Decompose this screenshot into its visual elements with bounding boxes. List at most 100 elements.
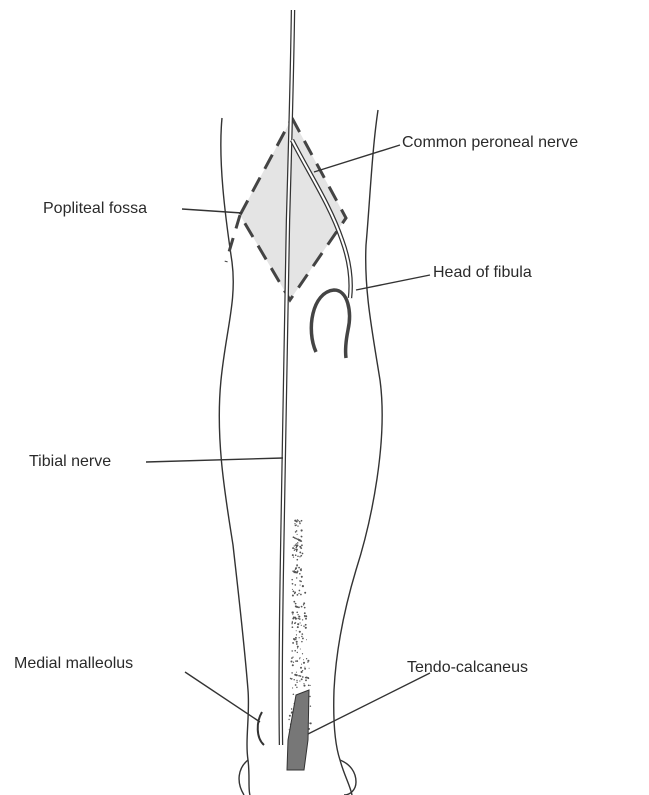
stipple-dot (291, 708, 292, 709)
stipple-dot (293, 557, 294, 558)
stipple-dot (301, 664, 302, 665)
stipple-dot (291, 657, 293, 659)
stipple-dot (292, 583, 294, 585)
stipple-dot (300, 594, 302, 596)
stipple-dot (310, 685, 311, 686)
stipple-dot (291, 579, 293, 581)
stipple-dot (297, 624, 299, 626)
stipple-dot (301, 625, 302, 626)
stipple-dot (292, 594, 294, 596)
stipple-dot (301, 678, 303, 680)
label-tibial-nerve: Tibial nerve (29, 454, 111, 470)
stipple-dot (291, 650, 292, 651)
stipple-dot (290, 660, 292, 662)
stipple-dot (294, 570, 295, 571)
stipple-dot (296, 634, 297, 635)
stipple-dot (300, 585, 301, 586)
stipple-dot (296, 682, 297, 683)
stipple-dot (295, 544, 297, 546)
stipple-dot (303, 683, 304, 684)
stipple-dot (297, 618, 298, 619)
stipple-dot (296, 643, 298, 645)
stipple-dot (296, 577, 297, 578)
head-of-fibula (311, 290, 349, 358)
stipple-dot (305, 624, 307, 626)
stipple-dot (298, 675, 300, 677)
stipple-dot (293, 694, 294, 695)
stipple-dot (296, 660, 298, 662)
stipple-dot (296, 564, 298, 566)
stipple-dot (300, 547, 302, 549)
stipple-dot (303, 659, 304, 660)
stipple-dot (302, 653, 303, 654)
stipple-dot (301, 529, 303, 531)
stipple-dot (297, 534, 298, 535)
stipple-dot (295, 567, 296, 568)
stipple-dot (297, 652, 298, 653)
stipple-dot (296, 672, 297, 673)
stipple-dot (295, 622, 296, 623)
stipple-dot (301, 544, 303, 546)
stipple-dot (293, 638, 295, 640)
stipple-dot (295, 571, 297, 573)
stipple-dot (310, 705, 311, 706)
stipple-dot (294, 523, 295, 524)
stipple-dot (299, 573, 300, 574)
stipple-dot (306, 658, 307, 659)
leader-tibial (146, 458, 283, 462)
stipple-dot (300, 555, 302, 557)
tendo-calcaneus-shape (287, 690, 309, 770)
stipple-dot (307, 661, 308, 662)
stipple-dot (304, 667, 305, 668)
stipple-dot (292, 590, 294, 592)
stipple-dot (300, 648, 301, 649)
stipple-dot (292, 614, 293, 615)
stipple-dot (297, 555, 299, 557)
stipple-dot (297, 626, 299, 628)
stipple-dot (289, 715, 291, 717)
stipple-dot (295, 618, 297, 620)
stipple-dot (299, 556, 300, 557)
stipple-dot (302, 676, 304, 678)
stipple-dot (298, 567, 300, 569)
stipple-dot (299, 680, 300, 681)
stipple-dot (301, 576, 303, 578)
stipple-dot (302, 553, 304, 555)
stipple-dot (305, 618, 307, 620)
stipple-dot (294, 548, 295, 549)
stipple-dot (291, 678, 292, 679)
stipple-dot (296, 630, 297, 631)
stipple-dot (305, 615, 307, 617)
stipple-dot (298, 606, 300, 608)
stipple-dot (297, 646, 299, 648)
stipple-dot (295, 684, 297, 686)
stipple-dot (297, 648, 298, 649)
stipple-dot (295, 549, 297, 551)
stipple-dot (295, 569, 296, 570)
stipple-dot (296, 547, 298, 549)
stipple-dot (307, 677, 309, 679)
stipple-dot (292, 622, 293, 623)
stipple-dot (305, 627, 307, 629)
stipple-dot (292, 626, 294, 628)
stipple-dot (302, 585, 304, 587)
stipple-dot (297, 525, 298, 526)
stipple-dot (304, 592, 306, 594)
stipple-dot (292, 554, 294, 556)
leader-popliteal (182, 209, 242, 213)
stipple-dot (302, 619, 303, 620)
stipple-dot (299, 580, 301, 582)
stipple-dot (295, 639, 296, 640)
stipple-dot (303, 662, 305, 664)
stipple-dot (299, 637, 300, 638)
stipple-dot (298, 616, 300, 618)
stipple-dot (309, 723, 310, 724)
stipple-dot (296, 606, 298, 608)
stipple-dot (301, 633, 303, 635)
stipple-dot (292, 656, 293, 657)
stipple-dot (291, 623, 292, 624)
stipple-dot (302, 670, 303, 671)
stipple-dot (299, 631, 301, 633)
stipple-dot (295, 603, 297, 605)
